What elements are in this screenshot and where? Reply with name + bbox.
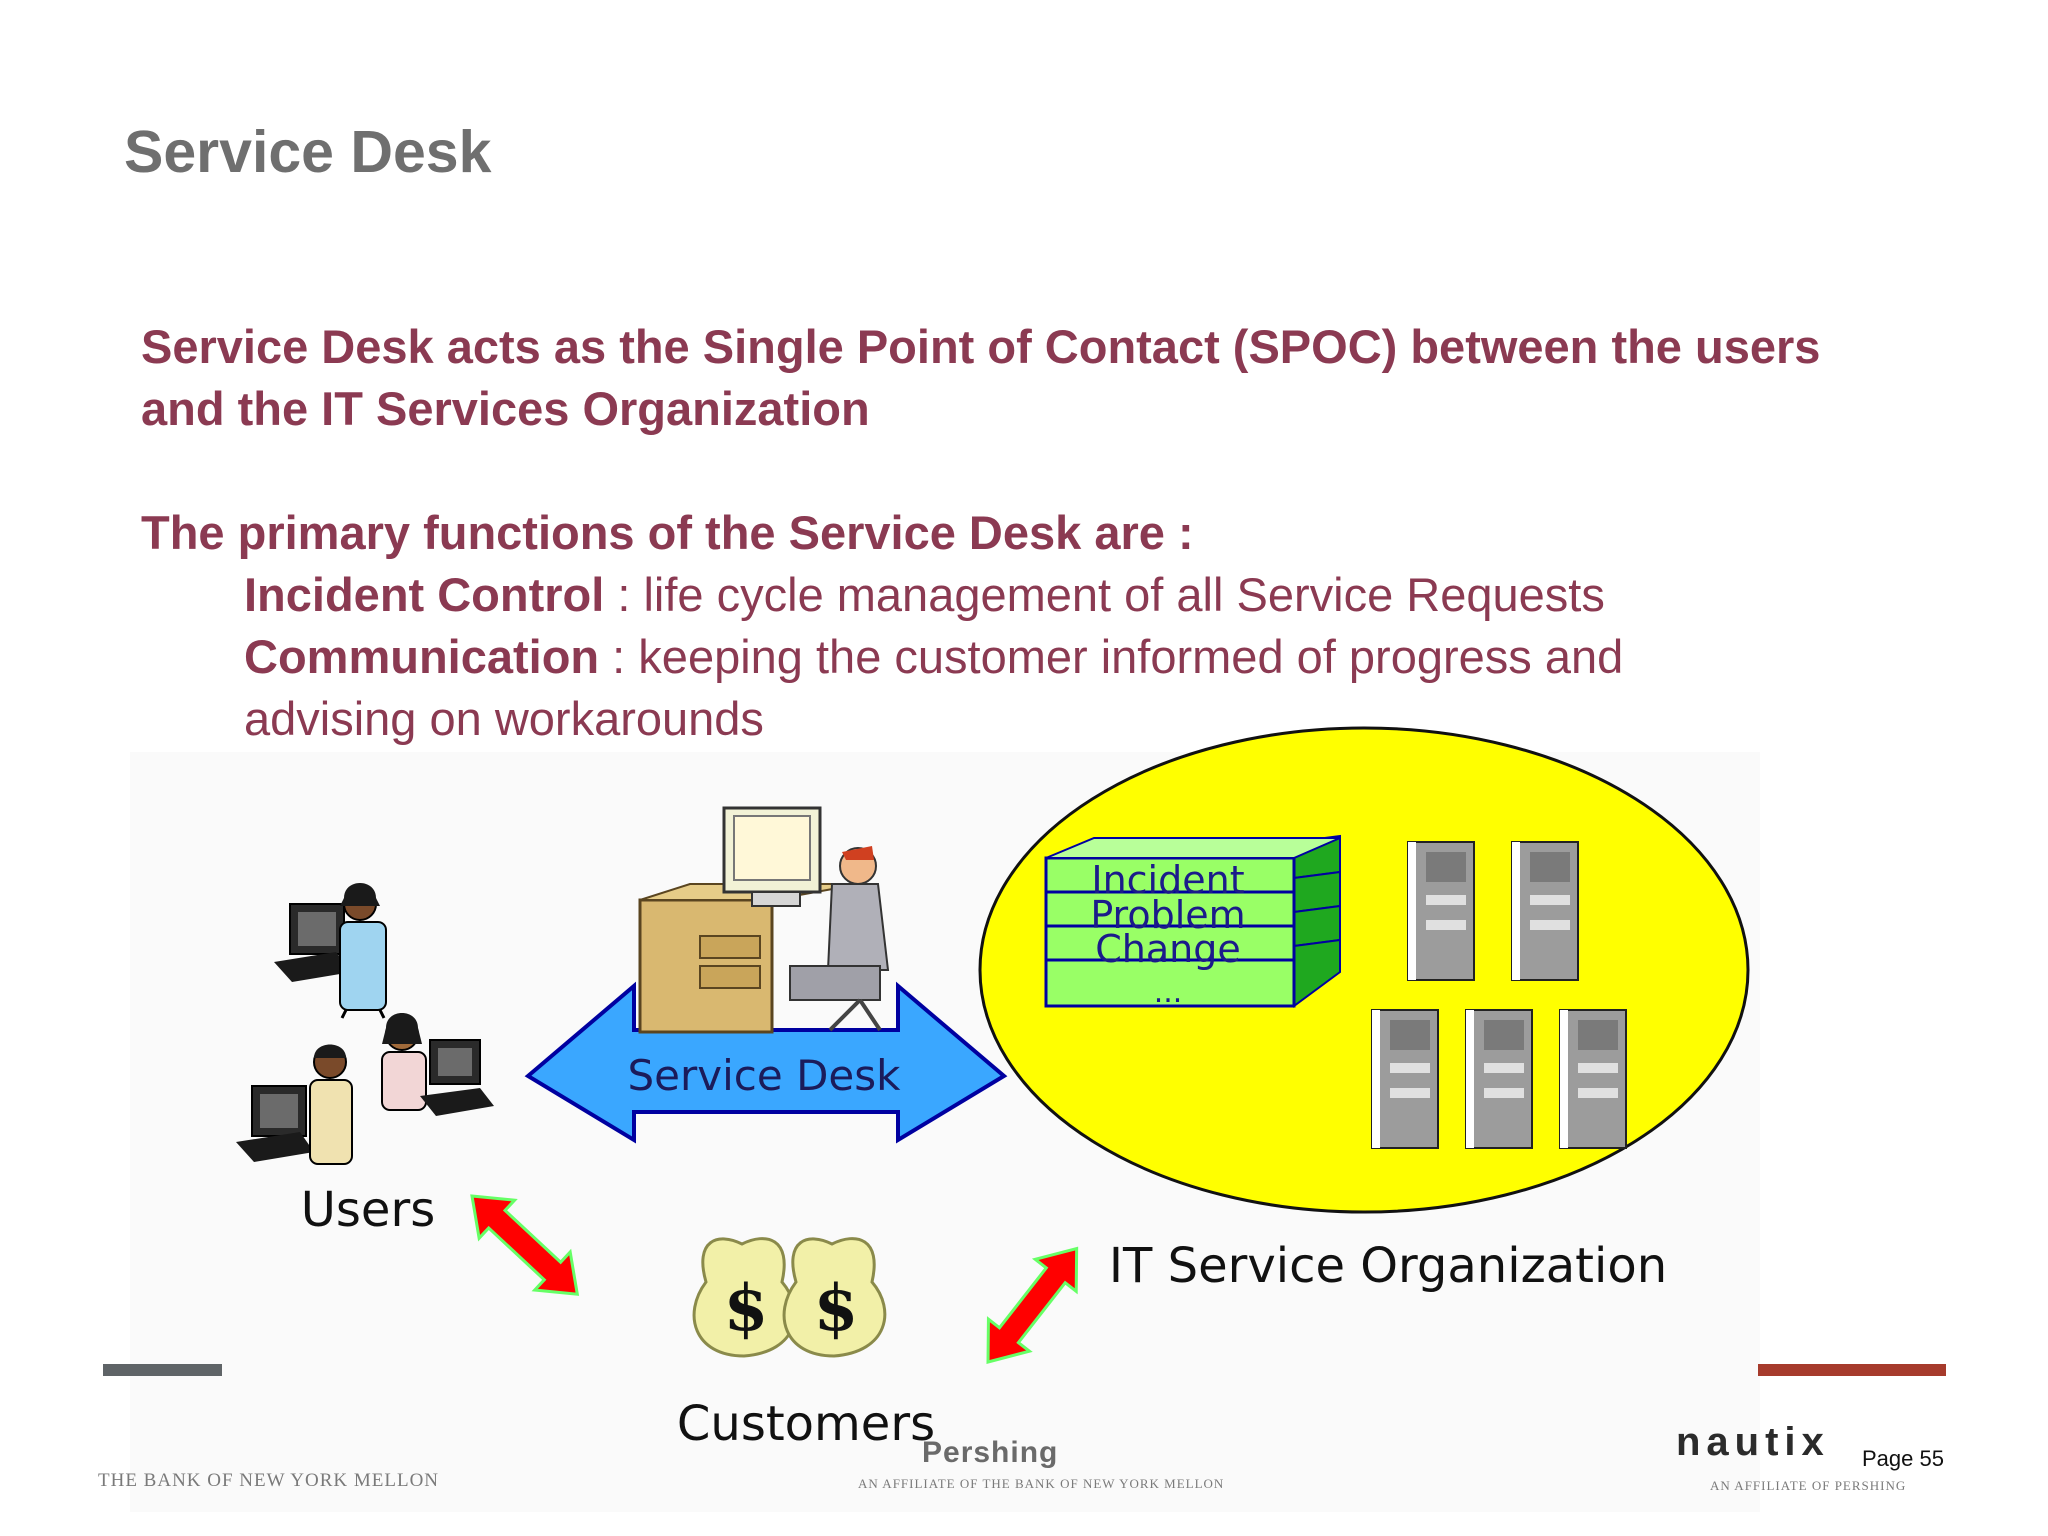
server-icon — [1465, 1009, 1533, 1149]
server-icon — [1407, 841, 1475, 981]
svg-text:$: $ — [814, 1271, 859, 1346]
functions-heading: The primary functions of the Service Des… — [141, 506, 1194, 559]
slide-body: Service Desk acts as the Single Point of… — [141, 316, 1841, 750]
money-bag-icon: $ — [692, 1237, 797, 1358]
stack-label-problem: Problem — [1090, 893, 1245, 937]
function-term: Incident Control — [244, 568, 605, 621]
function-item-communication: Communication : keeping the customer inf… — [244, 626, 1804, 750]
nautix-affiliate-text: AN AFFILIATE OF PERSHING — [1710, 1478, 1907, 1493]
user-workstation-icon — [381, 1013, 494, 1116]
stack-label-change: Change — [1095, 927, 1241, 971]
pershing-affiliate-text: AN AFFILIATE OF THE BANK OF NEW YORK MEL… — [858, 1476, 1225, 1491]
server-icon — [1371, 1009, 1439, 1149]
function-item-incident-control: Incident Control : life cycle management… — [244, 564, 1804, 626]
it-organization-label: IT Service Organization — [1109, 1238, 1667, 1294]
footer-rule-right — [1758, 1364, 1946, 1376]
stack-label-incident: Incident — [1091, 858, 1244, 902]
stack-label-more: ... — [1154, 975, 1183, 1010]
spoc-statement: Service Desk acts as the Single Point of… — [141, 320, 1821, 435]
bny-mellon-logo-text: THE BANK OF NEW YORK MELLON — [98, 1470, 440, 1491]
service-desk-label: Service Desk — [628, 1051, 902, 1100]
it-organization-customers-arrow — [986, 1246, 1079, 1364]
user-workstation-icon — [274, 883, 387, 1019]
slide-title: Service Desk — [124, 119, 492, 185]
process-stack: Incident Problem Change ... — [1044, 834, 1341, 1010]
user-workstation-icon — [236, 1044, 353, 1165]
service-desk-operator-icon — [638, 806, 890, 1034]
users-customers-arrow — [470, 1194, 580, 1296]
page-number: Page 55 — [1862, 1446, 1944, 1471]
money-bag-icon: $ — [782, 1237, 887, 1358]
function-description: : life cycle management of all Service R… — [604, 568, 1605, 621]
customers-label: Customers — [677, 1396, 935, 1452]
footer-rule-left — [103, 1364, 222, 1376]
service-desk-arrow — [524, 981, 1008, 1144]
pershing-logo: Pershing — [922, 1436, 1059, 1469]
function-term: Communication — [244, 630, 600, 683]
svg-text:$: $ — [724, 1271, 769, 1346]
function-description: : keeping the customer informed of progr… — [244, 630, 1624, 745]
server-icon — [1511, 841, 1579, 981]
server-icon — [1559, 1009, 1627, 1149]
users-label: Users — [301, 1182, 435, 1238]
nautix-logo: nautix — [1676, 1420, 1830, 1464]
